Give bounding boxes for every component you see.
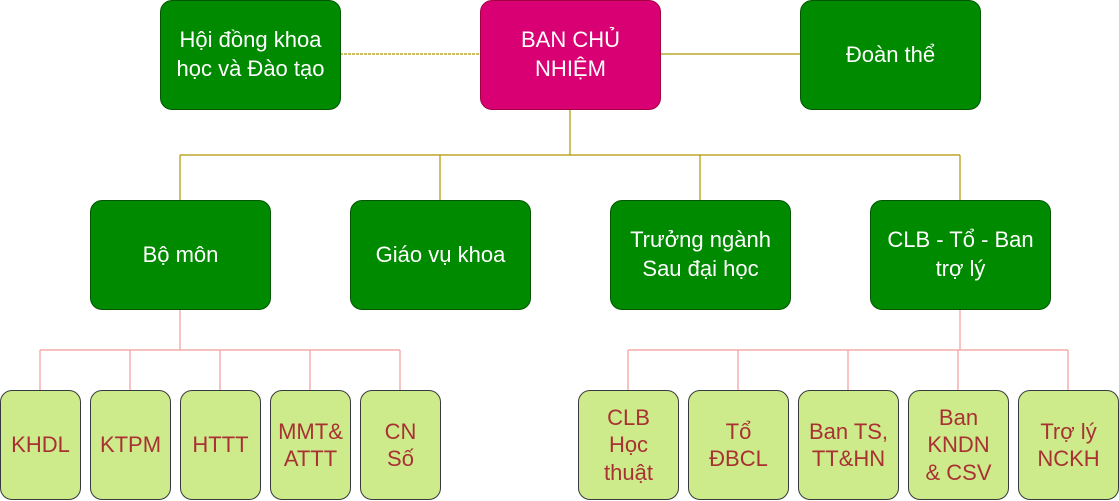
node-label: Trợ lý NCKH bbox=[1037, 418, 1100, 472]
node-label: CLB - Tổ - Ban trợ lý bbox=[887, 227, 1034, 281]
node-label: Ban KNDN & CSV bbox=[925, 404, 992, 485]
node-ban-kndn[interactable]: Ban KNDN & CSV bbox=[908, 390, 1009, 500]
node-label: Bộ môn bbox=[142, 241, 219, 267]
node-board[interactable]: BAN CHỦ NHIỆM bbox=[480, 0, 661, 110]
node-label: BAN CHỦ NHIỆM bbox=[520, 27, 620, 81]
node-clubs-assistants[interactable]: CLB - Tổ - Ban trợ lý bbox=[870, 200, 1051, 310]
node-label: CLB Học thuật bbox=[604, 404, 653, 485]
node-label: MMT& ATTT bbox=[278, 418, 343, 472]
node-clb-hoc-thuat[interactable]: CLB Học thuật bbox=[578, 390, 679, 500]
node-label: HTTT bbox=[192, 432, 249, 458]
node-label: Đoàn thể bbox=[845, 41, 936, 67]
node-council[interactable]: Hội đồng khoa học và Đào tạo bbox=[160, 0, 341, 110]
node-tro-ly-nckh[interactable]: Trợ lý NCKH bbox=[1018, 390, 1119, 500]
node-cn-so[interactable]: CN Số bbox=[360, 390, 441, 500]
node-departments[interactable]: Bộ môn bbox=[90, 200, 271, 310]
node-label: KTPM bbox=[99, 432, 162, 458]
node-ktpm[interactable]: KTPM bbox=[90, 390, 171, 500]
node-unions[interactable]: Đoàn thể bbox=[800, 0, 981, 110]
node-academic-affairs[interactable]: Giáo vụ khoa bbox=[350, 200, 531, 310]
node-label: Trưởng ngành Sau đại học bbox=[630, 227, 771, 281]
node-label: Giáo vụ khoa bbox=[375, 241, 506, 267]
node-khdl[interactable]: KHDL bbox=[0, 390, 81, 500]
node-label: CN Số bbox=[384, 418, 417, 472]
node-postgraduate-head[interactable]: Trưởng ngành Sau đại học bbox=[610, 200, 791, 310]
node-httt[interactable]: HTTT bbox=[180, 390, 261, 500]
node-to-dbcl[interactable]: Tổ ĐBCL bbox=[688, 390, 789, 500]
node-label: KHDL bbox=[11, 432, 70, 458]
node-label: Ban TS, TT&HN bbox=[808, 418, 889, 472]
node-label: Hội đồng khoa học và Đào tạo bbox=[176, 27, 325, 81]
node-ban-ts[interactable]: Ban TS, TT&HN bbox=[798, 390, 899, 500]
node-mmt-attt[interactable]: MMT& ATTT bbox=[270, 390, 351, 500]
node-label: Tổ ĐBCL bbox=[709, 418, 768, 472]
